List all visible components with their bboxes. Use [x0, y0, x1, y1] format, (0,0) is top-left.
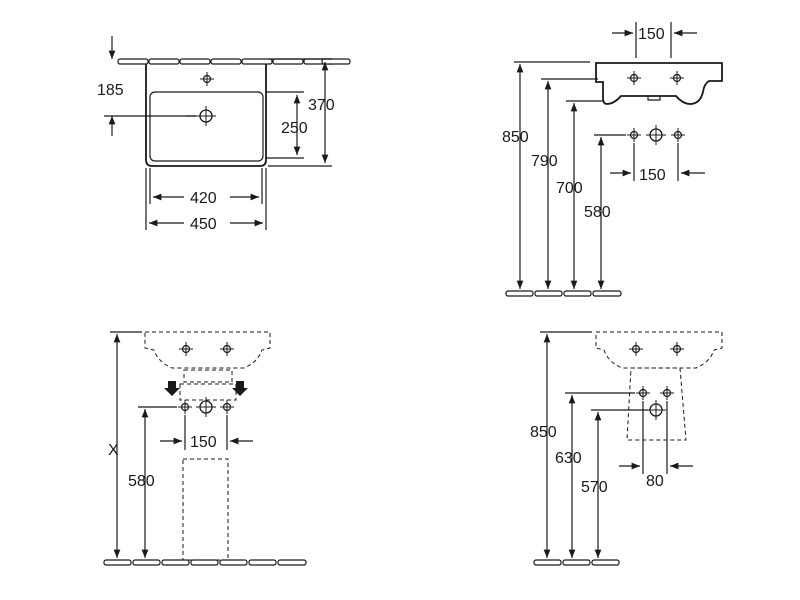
supply-hole-left-icon	[626, 127, 642, 143]
dim-rim-height-label: 850	[530, 424, 557, 441]
dim-overflow-label: 185	[97, 82, 124, 99]
dim-bowl-height-label: 250	[281, 120, 308, 137]
basin-dashed-outline	[595, 331, 723, 369]
dim-supply-spacing-label: 150	[639, 167, 666, 184]
arrow-down-right-icon	[232, 381, 248, 396]
front-semi-pedestal-view: 80 850 630 570	[530, 331, 723, 566]
arrow-down-left-icon	[164, 381, 180, 396]
dim-supply-height-label: 570	[581, 479, 608, 496]
basin-profile	[595, 62, 723, 105]
tap-hole-icon	[199, 71, 215, 87]
dim-supply-spacing-label: 150	[190, 434, 217, 451]
top-view: 185 370 250 420 450	[97, 36, 351, 233]
dim-depth-label: 150	[638, 26, 665, 43]
semi-pedestal-dashed-outline	[626, 367, 687, 441]
supply-hole-right-icon	[670, 127, 686, 143]
dim-bowl-width-label: 420	[190, 190, 217, 207]
side-view: 150 150 850 790 700 580	[502, 22, 723, 297]
dim-bottom-height-label: 790	[531, 153, 558, 170]
dim-supply-height-label: 580	[584, 204, 611, 221]
drain-icon	[195, 105, 217, 127]
dim-height-label: 370	[308, 97, 335, 114]
dim-rim-height-label: 850	[502, 129, 529, 146]
dim-width-label: 450	[190, 216, 217, 233]
basin-dashed-outline	[144, 331, 271, 369]
dim-supply-height-label: 580	[128, 473, 155, 490]
basin-outline	[145, 64, 267, 167]
wall-line	[117, 58, 351, 65]
floor-line	[533, 559, 620, 566]
floor-line	[505, 290, 622, 297]
dim-supply-spacing-label: 80	[646, 473, 664, 490]
dim-variable-label: X	[108, 442, 119, 459]
front-pedestal-view: 150 X 580	[103, 331, 307, 566]
floor-line	[103, 559, 307, 566]
dim-trap-height-label: 700	[556, 180, 583, 197]
drain-outlet-icon	[645, 124, 667, 146]
dim-drain-height-label: 630	[555, 450, 582, 467]
bowl-outline	[149, 91, 264, 162]
pedestal-dashed-outline	[182, 458, 229, 561]
